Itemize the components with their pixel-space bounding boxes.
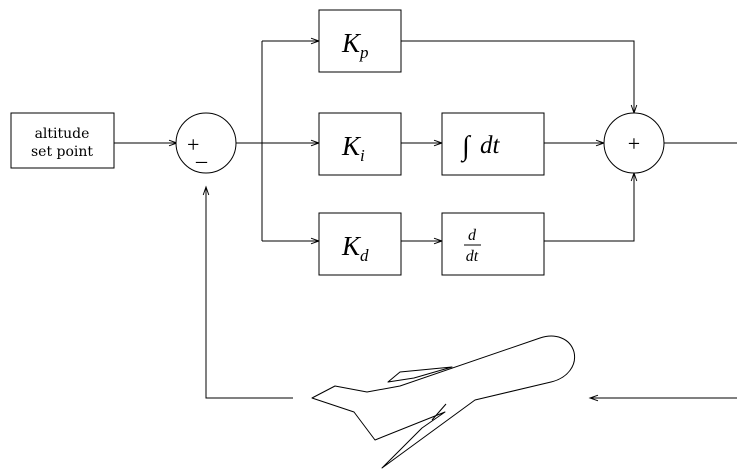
arrow-differentiator-to-output-summer [544,171,638,242]
kd-gain-block: Kd [318,212,402,276]
kp-gain-block: Kp [318,9,402,73]
output-summing-junction: + [603,112,665,174]
differentiator-block: d dt [441,212,545,276]
derivative-denominator: dt [466,248,479,265]
setpoint-block: altitude set point [10,112,115,169]
setpoint-label-line1: altitude [35,126,90,142]
error-summing-junction: + _ [175,112,237,174]
integrator-block: ∫ dt [441,112,545,176]
summer-plus-sign: + [187,132,199,157]
output-summer-plus-sign: + [628,131,640,156]
feedback-line-to-summer [202,185,293,399]
error-signal-branches [236,37,321,245]
kp-label: Kp [341,28,369,62]
paths-to-output-summer [401,40,638,242]
derivative-numerator: d [468,227,477,244]
airplane-icon [311,335,576,469]
summer-minus-sign: _ [195,140,208,165]
integral-sign: ∫ [460,131,472,163]
setpoint-label-line2: set point [31,144,93,160]
ki-gain-block: Ki [318,112,402,176]
kd-label: Kd [341,231,369,265]
arrow-kp-to-output-summer [401,40,638,115]
ki-label: Ki [341,131,365,165]
integrator-dt-label: dt [480,132,501,159]
